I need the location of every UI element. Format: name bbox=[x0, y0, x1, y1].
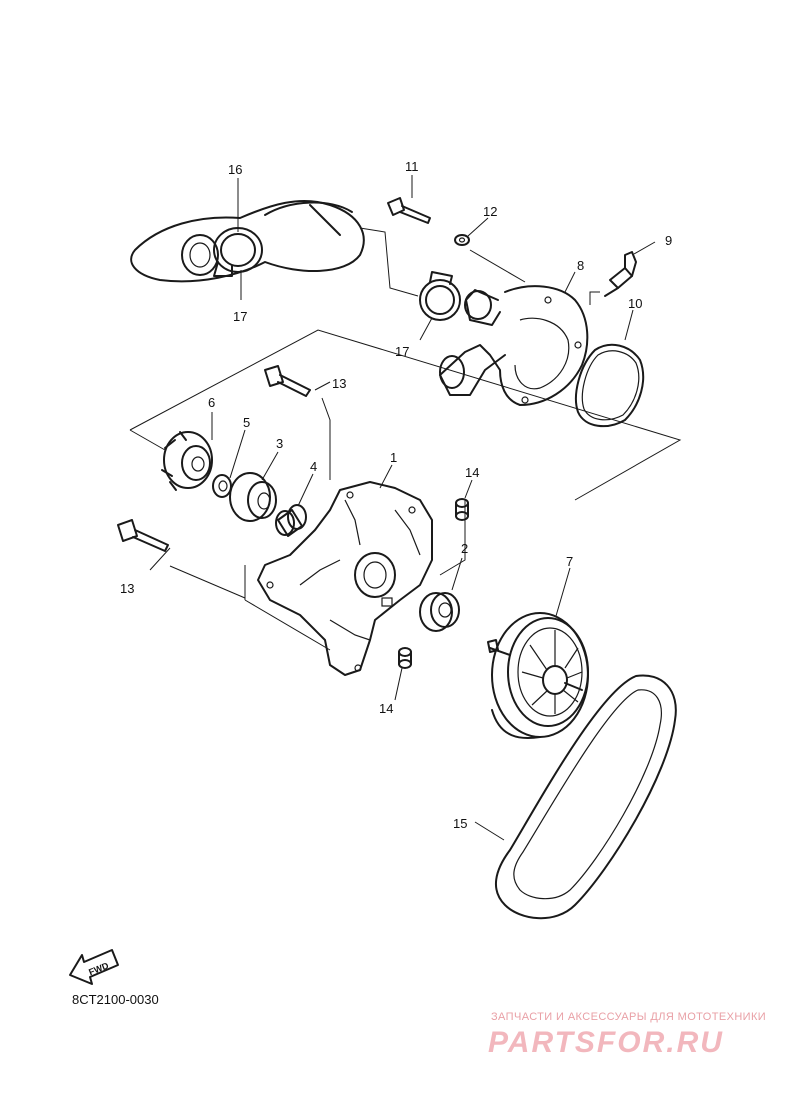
diagram-code: 8CT2100-0030 bbox=[72, 992, 159, 1007]
callout-16: 16 bbox=[228, 162, 242, 177]
pulley-7 bbox=[487, 612, 589, 740]
callout-13-lower: 13 bbox=[120, 581, 134, 596]
callout-5: 5 bbox=[243, 415, 250, 430]
mechanical-seal-3 bbox=[229, 472, 277, 522]
watermark-brand: PARTSFOR.RU bbox=[488, 1026, 724, 1059]
radiator-hose bbox=[130, 199, 365, 283]
callout-1: 1 bbox=[390, 450, 397, 465]
fwd-label: FWD bbox=[87, 960, 110, 977]
callout-14-lower: 14 bbox=[379, 701, 393, 716]
watermark-tagline: ЗАПЧАСТИ И АКСЕССУАРЫ ДЛЯ МОТОТЕХНИКИ bbox=[491, 1011, 767, 1023]
bolt-13-lower bbox=[117, 519, 169, 552]
callout-4: 4 bbox=[310, 459, 317, 474]
pump-body-1 bbox=[257, 481, 433, 676]
dowel-pin-14-upper bbox=[455, 498, 469, 521]
callout-13-upper: 13 bbox=[332, 376, 346, 391]
o-ring-10 bbox=[574, 343, 645, 428]
drive-belt-15 bbox=[494, 674, 677, 920]
callout-7: 7 bbox=[566, 554, 573, 569]
callout-17-right: 17 bbox=[395, 344, 409, 359]
fwd-arrow-icon: FWD bbox=[69, 949, 119, 985]
callout-15: 15 bbox=[453, 816, 467, 831]
callout-3: 3 bbox=[276, 436, 283, 451]
bushing-4 bbox=[275, 504, 307, 537]
dowel-pin-14-lower bbox=[398, 647, 412, 669]
callout-8: 8 bbox=[577, 258, 584, 273]
impeller-6 bbox=[161, 431, 213, 491]
leader-lines bbox=[149, 175, 656, 841]
callout-12: 12 bbox=[483, 204, 497, 219]
callout-labels: 1 2 3 4 5 6 7 8 9 10 11 12 13 13 14 14 1… bbox=[120, 159, 672, 831]
callout-2: 2 bbox=[461, 541, 468, 556]
bolt-11 bbox=[387, 197, 431, 224]
callout-10: 10 bbox=[628, 296, 642, 311]
callout-9: 9 bbox=[665, 233, 672, 248]
pump-cover-8 bbox=[439, 285, 589, 406]
callout-11: 11 bbox=[405, 159, 419, 174]
hose-clamp-left bbox=[213, 227, 263, 277]
hose-clamp-right bbox=[419, 271, 461, 321]
fitting-9 bbox=[604, 251, 637, 297]
callout-17-left: 17 bbox=[233, 309, 247, 324]
bearing-2 bbox=[419, 592, 460, 632]
assembly-boundary-lines bbox=[129, 329, 682, 651]
washer-5 bbox=[212, 474, 232, 498]
bolt-13-upper bbox=[264, 365, 311, 397]
washer-12 bbox=[454, 234, 470, 246]
callout-6: 6 bbox=[208, 395, 215, 410]
callout-14-upper: 14 bbox=[465, 465, 479, 480]
